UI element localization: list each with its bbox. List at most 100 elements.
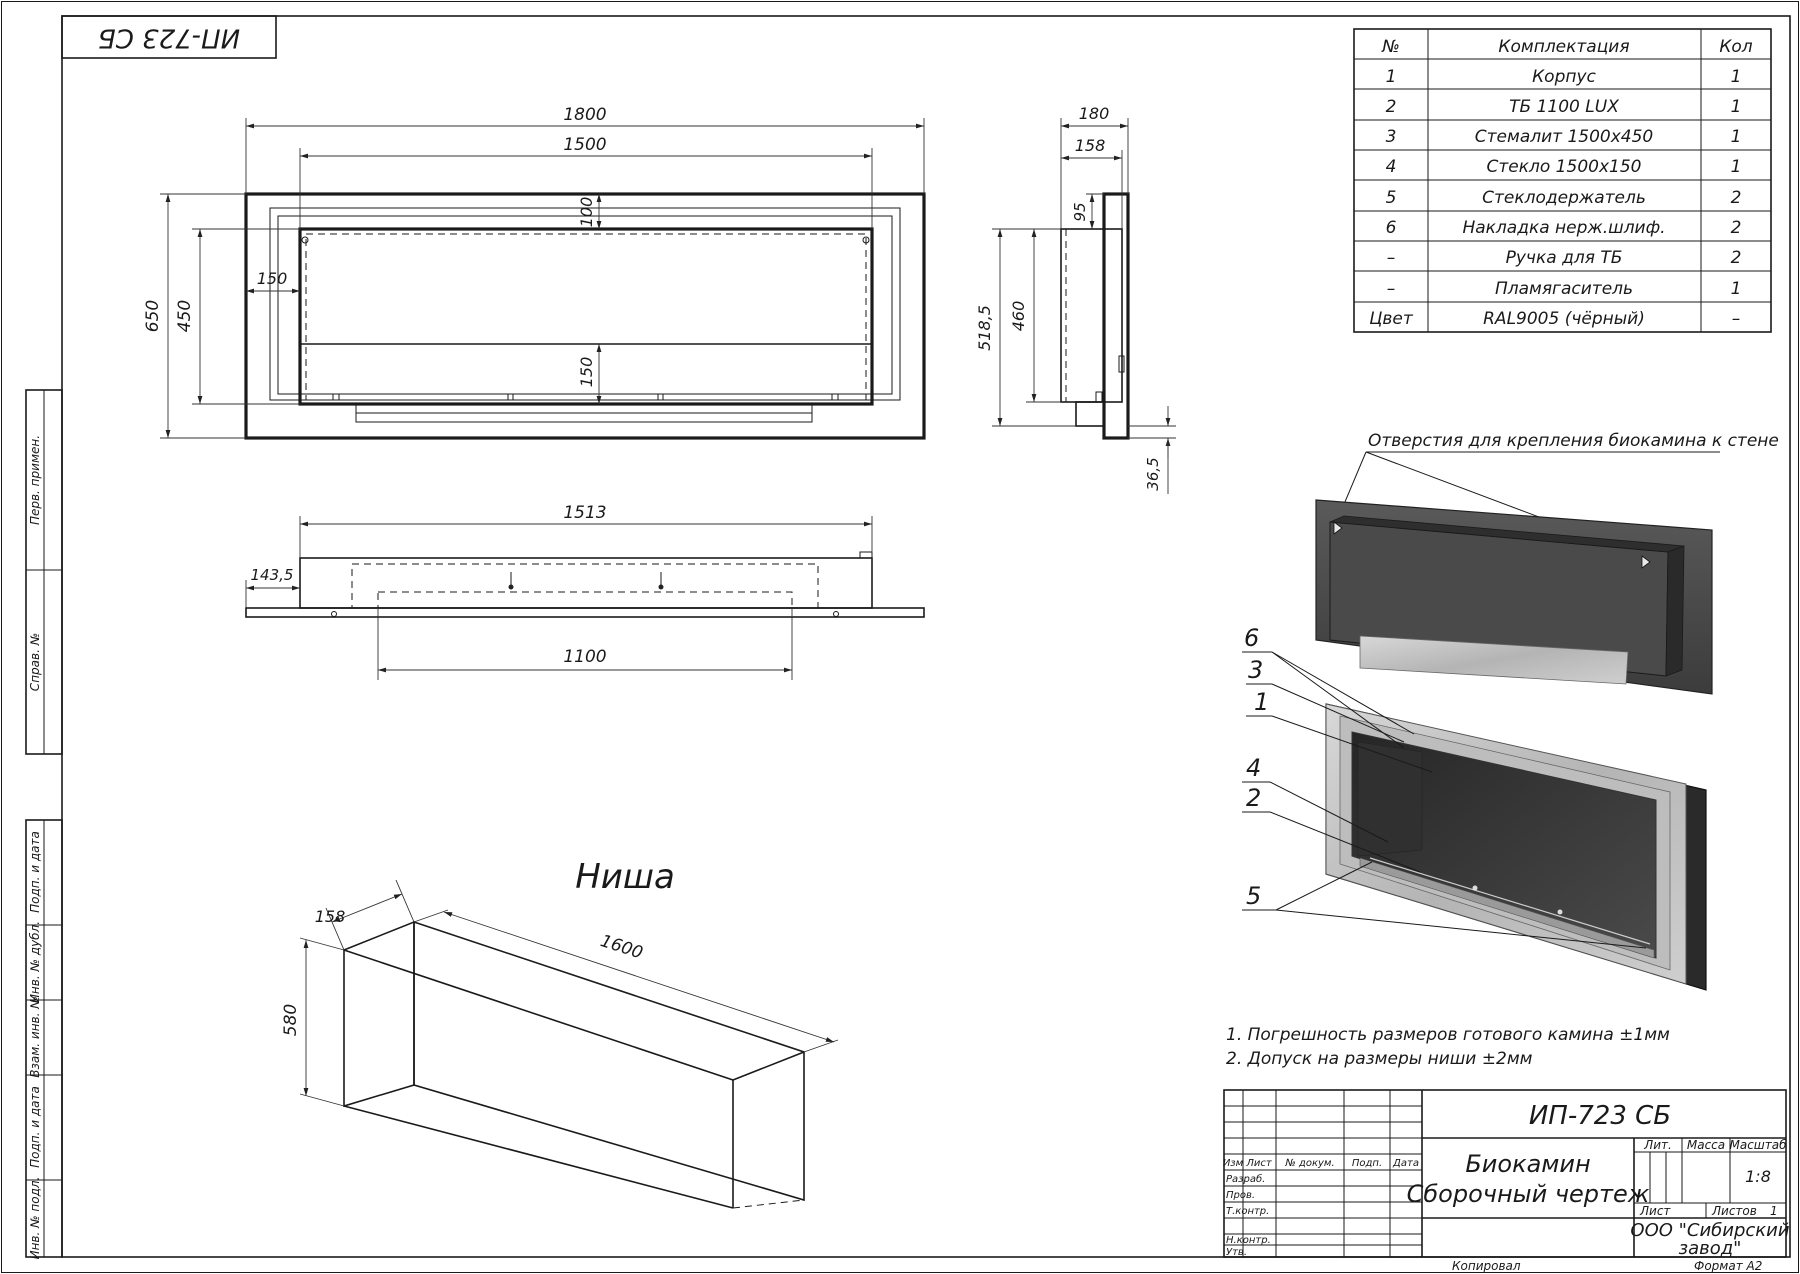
iso-back-view: Отверстия для крепления биокамина к стен…	[1315, 431, 1779, 695]
note-1: 1. Погрешность размеров готового камина …	[1226, 1025, 1670, 1045]
spec-header-item: Комплектация	[1498, 37, 1629, 57]
margin-label-podp2: Подп. и дата	[28, 1086, 42, 1168]
spec-header-num: №	[1381, 37, 1400, 57]
spec-row-item: Стемалит 1500х450	[1475, 127, 1653, 147]
title-block: Изм Лист № докум. Подп. Дата Разраб. Про…	[1223, 1089, 1790, 1273]
spec-row-num: 3	[1386, 127, 1397, 147]
callout-3: 3	[1248, 656, 1263, 684]
notes: 1. Погрешность размеров готового камина …	[1226, 1025, 1670, 1069]
callout-1: 1	[1254, 688, 1269, 716]
dim-gap-100: 100	[577, 197, 596, 228]
tb-sheets-label: Листов	[1711, 1204, 1757, 1218]
dim-bottom-150: 150	[577, 357, 596, 388]
tb-masshtab: Масштаб	[1729, 1138, 1787, 1152]
dim-side-150: 150	[257, 269, 288, 288]
spec-row-item: ТБ 1100 LUX	[1509, 97, 1619, 117]
niche-title: Ниша	[575, 857, 675, 897]
spec-row-qty: –	[1732, 309, 1741, 329]
front-view: 1800 1500 100 150 150 650 450	[143, 105, 926, 440]
tb-org-line1: ООО "Сибирский	[1630, 1220, 1789, 1241]
tb-role-tkontr: Т.контр.	[1226, 1206, 1269, 1217]
tb-sheets-count: 1	[1770, 1204, 1778, 1218]
tb-name-line1: Биокамин	[1465, 1150, 1590, 1178]
dim-height-518: 518,5	[975, 305, 994, 351]
left-margin-strip: Перв. примен. Справ. № Подп. и дата Инв.…	[25, 389, 63, 1260]
spec-row-qty: 1	[1731, 67, 1742, 87]
tb-col-izm: Изм	[1223, 1158, 1244, 1169]
margin-label-perv: Перв. примен.	[28, 435, 42, 525]
spec-row-qty: 2	[1731, 188, 1742, 208]
tb-name-line2: Сборочный чертеж	[1407, 1180, 1650, 1208]
spec-row-num: –	[1387, 279, 1396, 299]
spec-row-num: –	[1387, 248, 1396, 268]
dim-width-1513: 1513	[563, 503, 606, 523]
tb-massa: Масса	[1687, 1138, 1725, 1152]
margin-label-podp1: Подп. и дата	[28, 831, 42, 913]
spec-row-item: Накладка нерж.шлиф.	[1462, 218, 1665, 238]
dim-depth-1435: 143,5	[251, 566, 294, 584]
niche-view: Ниша 158 1600 580	[281, 857, 839, 1209]
spec-row-num: 2	[1386, 97, 1397, 117]
niche-dim-depth: 158	[315, 907, 346, 926]
spec-row-item: Стеклодержатель	[1482, 188, 1646, 208]
margin-label-inv-podl: Инв. № подл.	[28, 1177, 42, 1260]
dim-width-1800: 1800	[563, 105, 606, 125]
top-stamp-text: ИП-723 СБ	[98, 23, 240, 53]
tb-scale: 1:8	[1745, 1167, 1771, 1186]
spec-row-item: RAL9005 (чёрный)	[1483, 309, 1645, 329]
spec-row-num: 6	[1386, 218, 1397, 238]
tb-lit: Лит.	[1643, 1138, 1672, 1152]
spec-row-item: Ручка для ТБ	[1506, 248, 1623, 268]
dim-depth-180: 180	[1079, 104, 1110, 123]
tb-role-utv: Утв.	[1226, 1247, 1247, 1258]
niche-dim-width: 1600	[598, 931, 645, 963]
tb-copied: Копировал	[1452, 1259, 1521, 1273]
spec-row-qty: 1	[1731, 279, 1742, 299]
spec-table: № Комплектация Кол 1 Корпус 1 2 ТБ 1100 …	[1353, 28, 1772, 333]
margin-label-vzam: Взам. инв. №	[28, 996, 42, 1077]
side-view: 180 158 95 518,5 460 36,5	[975, 104, 1176, 494]
callout-5: 5	[1246, 882, 1261, 910]
spec-row-item: Пламягаситель	[1495, 279, 1633, 299]
spec-row-qty: 2	[1731, 218, 1742, 238]
dim-depth-158: 158	[1075, 136, 1106, 155]
dim-burner-1100: 1100	[563, 647, 606, 667]
tb-col-podp: Подп.	[1352, 1158, 1382, 1169]
tb-sheet-label: Лист	[1639, 1204, 1671, 1218]
spec-row-item: Корпус	[1532, 67, 1596, 87]
spec-header-qty: Кол	[1719, 37, 1752, 57]
dim-bottom-365: 36,5	[1144, 457, 1162, 490]
note-2: 2. Допуск на размеры ниши ±2мм	[1226, 1049, 1533, 1069]
spec-row-qty: 1	[1731, 157, 1742, 177]
dim-height-450: 450	[175, 300, 195, 332]
dim-top-95: 95	[1071, 202, 1089, 221]
holes-callout: Отверстия для крепления биокамина к стен…	[1368, 431, 1779, 451]
tb-format: Формат А2	[1694, 1259, 1762, 1273]
callout-2: 2	[1246, 784, 1261, 812]
tb-role-prov: Пров.	[1226, 1190, 1255, 1201]
iso-front-view: 6 3 1 4 2 5	[1242, 624, 1707, 991]
tb-col-doc: № докум.	[1284, 1158, 1334, 1169]
callout-6: 6	[1244, 624, 1259, 652]
margin-label-sprav: Справ. №	[28, 633, 42, 691]
margin-label-inv-dubl: Инв. № дубл.	[28, 921, 42, 1003]
tb-col-date: Дата	[1392, 1158, 1419, 1169]
tb-designation: ИП-723 СБ	[1529, 1101, 1671, 1131]
dim-height-650: 650	[143, 300, 163, 332]
dim-height-460: 460	[1009, 301, 1028, 332]
niche-dim-height: 580	[281, 1004, 301, 1036]
tb-role-razrab: Разраб.	[1226, 1173, 1265, 1185]
spec-row-num: 4	[1386, 157, 1397, 177]
top-stamp: ИП-723 СБ	[61, 15, 277, 59]
tb-org-line2: завод"	[1679, 1238, 1742, 1259]
dim-width-1500: 1500	[563, 135, 606, 155]
spec-row-num: Цвет	[1369, 309, 1414, 329]
top-view: 1513 143,5 1100	[245, 503, 925, 680]
spec-row-item: Стекло 1500х150	[1487, 157, 1642, 177]
tb-role-nkontr: Н.контр.	[1226, 1235, 1271, 1246]
spec-row-qty: 1	[1731, 97, 1742, 117]
tb-col-list: Лист	[1245, 1158, 1273, 1169]
spec-row-num: 1	[1386, 67, 1397, 87]
